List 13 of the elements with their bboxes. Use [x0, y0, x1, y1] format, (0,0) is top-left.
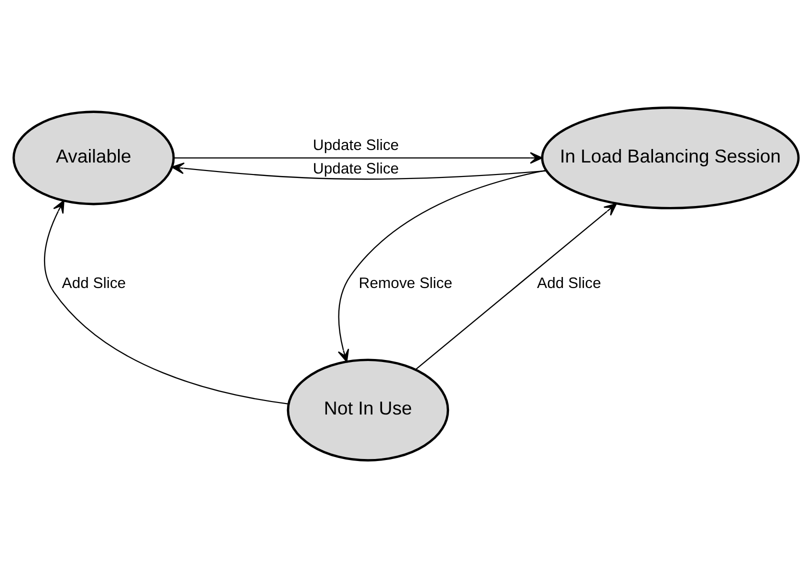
node-ellipse: Available — [12, 110, 174, 206]
edge-label: Add Slice — [536, 274, 601, 292]
arrow — [337, 170, 546, 362]
edge-label: Update Slice — [312, 160, 398, 178]
arrow — [170, 162, 546, 180]
arrow — [44, 200, 288, 404]
arrow — [173, 152, 542, 164]
edge-label: Remove Slice — [358, 274, 452, 292]
arrow — [414, 203, 616, 370]
node-ellipse: Not In Use — [286, 358, 449, 462]
node-ellipse: In Load Balancing Session — [540, 106, 800, 210]
edge-label: Add Slice — [61, 274, 126, 292]
edge-label: Update Slice — [312, 137, 398, 154]
